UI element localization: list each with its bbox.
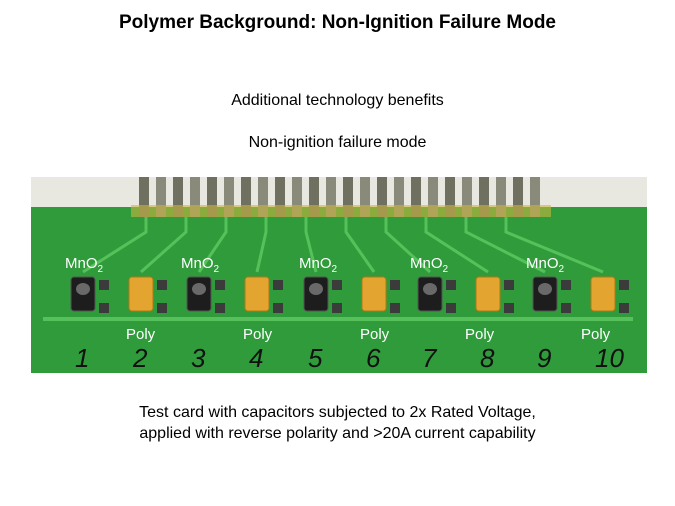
connector-finger bbox=[275, 177, 285, 217]
pad bbox=[157, 280, 167, 290]
connector-finger bbox=[445, 177, 455, 217]
capacitor-row bbox=[70, 276, 629, 313]
position-number-9: 9 bbox=[537, 343, 551, 373]
pad bbox=[390, 303, 400, 313]
benefits-heading: Additional technology benefits bbox=[231, 92, 444, 109]
poly-capacitor bbox=[244, 276, 270, 312]
poly-capacitor bbox=[361, 276, 387, 312]
caption-line-2: applied with reverse polarity and >20A c… bbox=[139, 425, 536, 442]
connector-finger bbox=[360, 177, 370, 217]
trace bbox=[344, 217, 376, 273]
pad bbox=[561, 280, 571, 290]
pad bbox=[332, 280, 342, 290]
connector-finger bbox=[530, 177, 540, 217]
connector-finger bbox=[377, 177, 387, 217]
poly-capacitor bbox=[475, 276, 501, 312]
trace bbox=[82, 217, 148, 274]
connector-finger bbox=[462, 177, 472, 217]
position-number-8: 8 bbox=[480, 343, 495, 373]
pad bbox=[215, 303, 225, 313]
connector-finger bbox=[513, 177, 523, 217]
connector-finger bbox=[326, 177, 336, 217]
pad bbox=[504, 303, 514, 313]
pad bbox=[619, 303, 629, 313]
caption-line-1: Test card with capacitors subjected to 2… bbox=[139, 404, 536, 421]
pad bbox=[215, 280, 225, 290]
trace bbox=[255, 217, 268, 273]
trace bbox=[304, 217, 318, 273]
connector-finger bbox=[309, 177, 319, 217]
position-number-1: 1 bbox=[75, 343, 89, 373]
slide-title: Polymer Background: Non-Ignition Failure… bbox=[118, 12, 557, 33]
connector-finger bbox=[190, 177, 200, 217]
pad bbox=[273, 303, 283, 313]
pad bbox=[619, 280, 629, 290]
connector-finger bbox=[207, 177, 217, 217]
burn-mark bbox=[76, 283, 90, 295]
position-number-5: 5 bbox=[308, 343, 323, 373]
burn-mark bbox=[309, 283, 323, 295]
pad bbox=[446, 303, 456, 313]
pad bbox=[446, 280, 456, 290]
connector-finger bbox=[156, 177, 166, 217]
poly-capacitor bbox=[590, 276, 616, 312]
poly-label-4: Poly bbox=[465, 326, 495, 343]
position-number-10: 10 bbox=[595, 343, 624, 373]
connector-edge bbox=[131, 205, 551, 217]
mno2-label-1: MnO2 bbox=[65, 255, 104, 275]
board-traces bbox=[43, 217, 633, 321]
connector-finger bbox=[496, 177, 506, 217]
trace bbox=[424, 217, 489, 274]
connector-finger bbox=[292, 177, 302, 217]
ground-trace bbox=[43, 317, 633, 321]
poly-label-2: Poly bbox=[243, 326, 273, 343]
connector-finger bbox=[241, 177, 251, 217]
connector-finger bbox=[139, 177, 149, 217]
connector-finger bbox=[224, 177, 234, 217]
pad bbox=[390, 280, 400, 290]
position-number-4: 4 bbox=[249, 343, 263, 373]
test-card-board: MnO2 MnO2 MnO2 MnO2 MnO2 Poly Poly Poly … bbox=[31, 177, 647, 373]
trace bbox=[140, 217, 188, 274]
trace bbox=[384, 217, 432, 274]
burn-mark bbox=[192, 283, 206, 295]
pad bbox=[504, 280, 514, 290]
mno2-label-2: MnO2 bbox=[181, 255, 220, 275]
mno2-label-4: MnO2 bbox=[410, 255, 449, 275]
poly-label-1: Poly bbox=[126, 326, 156, 343]
connector-finger bbox=[343, 177, 353, 217]
pad bbox=[332, 303, 342, 313]
position-number-3: 3 bbox=[191, 343, 206, 373]
mno2-label-5: MnO2 bbox=[526, 255, 565, 275]
burn-mark bbox=[538, 283, 552, 295]
connector-finger bbox=[394, 177, 404, 217]
figure-caption: Test card with capacitors subjected to 2… bbox=[0, 402, 675, 444]
pad bbox=[99, 280, 109, 290]
mno2-label-3: MnO2 bbox=[299, 255, 338, 275]
position-number-6: 6 bbox=[366, 343, 381, 373]
poly-label-3: Poly bbox=[360, 326, 390, 343]
test-card-photo: MnO2 MnO2 MnO2 MnO2 MnO2 Poly Poly Poly … bbox=[31, 177, 647, 373]
connector-finger bbox=[173, 177, 183, 217]
connector-finger bbox=[428, 177, 438, 217]
position-numbers: 1 2 3 4 5 6 7 8 9 10 bbox=[75, 343, 624, 373]
pad bbox=[99, 303, 109, 313]
burn-mark bbox=[423, 283, 437, 295]
trace bbox=[464, 217, 546, 274]
trace bbox=[504, 217, 604, 274]
connector-finger bbox=[411, 177, 421, 217]
pad bbox=[157, 303, 167, 313]
edge-connector bbox=[131, 177, 551, 217]
connector-finger bbox=[258, 177, 268, 217]
position-number-2: 2 bbox=[132, 343, 148, 373]
poly-label-5: Poly bbox=[581, 326, 611, 343]
pad bbox=[273, 280, 283, 290]
trace bbox=[197, 217, 228, 273]
position-number-7: 7 bbox=[422, 343, 438, 373]
poly-capacitor bbox=[128, 276, 154, 312]
connector-finger bbox=[479, 177, 489, 217]
board-labels: MnO2 MnO2 MnO2 MnO2 MnO2 Poly Poly Poly … bbox=[65, 255, 611, 343]
pad bbox=[561, 303, 571, 313]
failure-mode-heading: Non-ignition failure mode bbox=[248, 134, 427, 151]
